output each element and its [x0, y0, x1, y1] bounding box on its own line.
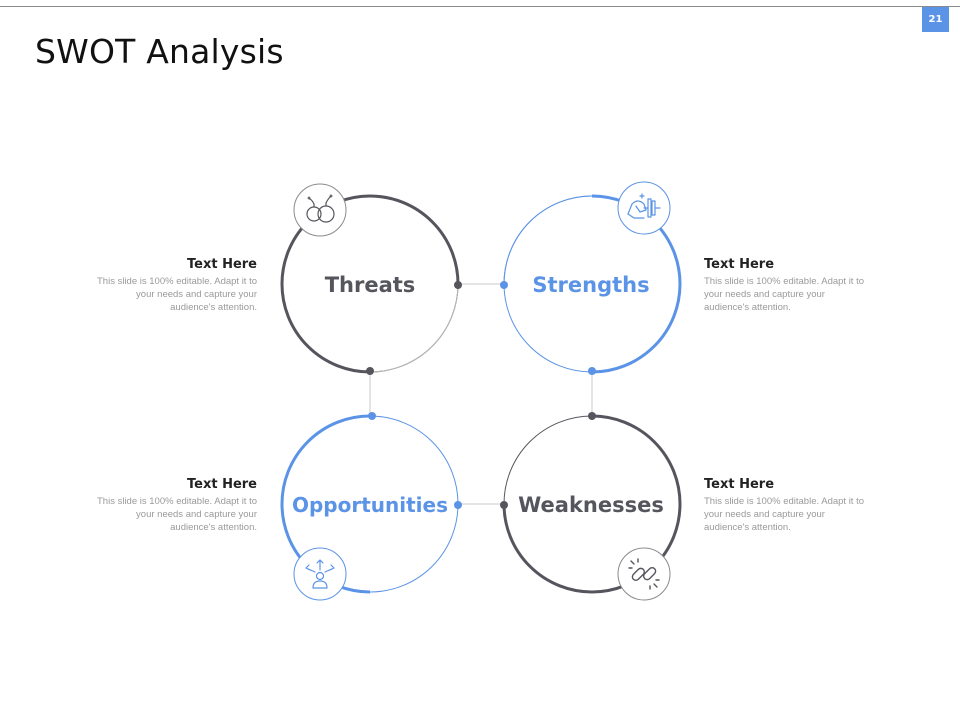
text-body: This slide is 100% editable. Adapt it to… [704, 496, 865, 533]
text-body: This slide is 100% editable. Adapt it to… [97, 496, 258, 533]
dot-opportunities-right [454, 501, 462, 509]
flexing-arm-dumbbell-icon [617, 181, 671, 235]
text-body: This slide is 100% editable. Adapt it to… [704, 276, 865, 313]
text-block-bottom-left: Text Here This slide is 100% editable. A… [97, 476, 257, 534]
opportunities-label: Opportunities [291, 493, 448, 517]
person-arrows-icon [293, 547, 347, 601]
dot-threats-bottom [366, 367, 374, 375]
dot-opportunities-top [368, 412, 376, 420]
text-body: This slide is 100% editable. Adapt it to… [97, 276, 258, 313]
text-heading: Text Here [704, 477, 775, 492]
text-heading: Text Here [186, 477, 257, 492]
text-heading: Text Here [186, 257, 257, 272]
threats-label: Threats [324, 273, 416, 297]
dot-strengths-bottom [588, 367, 596, 375]
top-rule [0, 6, 960, 7]
slide-title: SWOT Analysis [35, 32, 284, 71]
text-block-bottom-right: Text Here This slide is 100% editable. A… [704, 476, 864, 534]
dot-threats-right [454, 281, 462, 289]
text-block-top-right: Text Here This slide is 100% editable. A… [704, 256, 864, 314]
bombs-icon [293, 183, 347, 237]
dot-strengths-left [500, 281, 508, 289]
broken-chain-icon [617, 547, 671, 601]
dot-weaknesses-top [588, 412, 596, 420]
strengths-label: Strengths [532, 273, 650, 297]
connector-dots [366, 281, 596, 509]
text-heading: Text Here [704, 257, 775, 272]
weaknesses-label: Weaknesses [518, 493, 664, 517]
page-number-badge: 21 [922, 7, 949, 32]
connectors [369, 283, 593, 505]
dot-weaknesses-left [500, 501, 508, 509]
text-block-top-left: Text Here This slide is 100% editable. A… [97, 256, 257, 314]
